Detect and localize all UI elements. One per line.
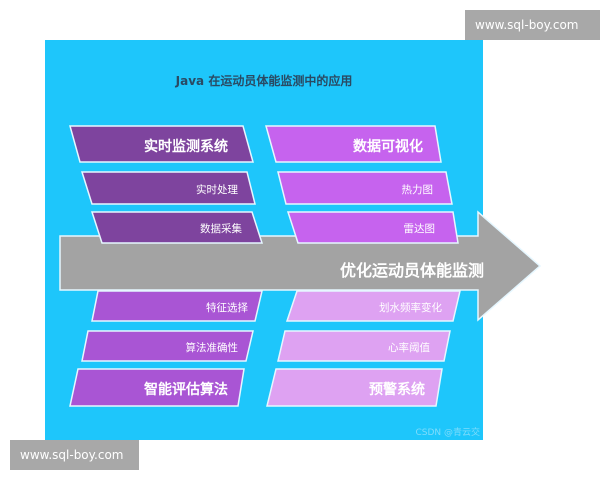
box-data-collection (90, 211, 264, 244)
label-heart-rate-threshold: 心率阈值 (388, 342, 430, 354)
arrow-label: 优化运动员体能监测 (340, 261, 485, 280)
label-data-visualization: 数据可视化 (353, 139, 423, 155)
label-warning-system: 预警系统 (369, 382, 425, 398)
label-data-collection: 数据采集 (200, 223, 242, 235)
box-radar-chart (286, 211, 459, 244)
box-algorithm-accuracy (81, 330, 254, 362)
box-heatmap (277, 171, 453, 205)
label-radar-chart: 雷达图 (403, 223, 436, 235)
box-realtime-processing (80, 171, 256, 205)
label-realtime-monitoring: 实时监测系统 (144, 139, 228, 155)
label-intelligent-assessment: 智能评估算法 (144, 382, 228, 398)
label-stroke-frequency: 划水频率变化 (379, 302, 442, 314)
box-stroke-frequency (285, 290, 461, 322)
box-realtime-monitoring (69, 125, 254, 163)
box-feature-selection (91, 290, 263, 322)
label-feature-selection: 特征选择 (206, 302, 248, 314)
watermark-bottom: www.sql-boy.com (10, 440, 139, 470)
label-heatmap: 热力图 (401, 184, 434, 196)
box-heart-rate-threshold (277, 330, 451, 362)
watermark-top: www.sql-boy.com (465, 10, 600, 40)
label-realtime-processing: 实时处理 (196, 184, 238, 196)
box-intelligent-assessment (69, 368, 245, 407)
diagram-title: Java 在运动员体能监测中的应用 (175, 74, 353, 88)
label-algorithm-accuracy: 算法准确性 (185, 342, 239, 354)
credit-text: CSDN @青云交 (415, 428, 480, 438)
box-data-visualization (265, 125, 442, 163)
box-warning-system (266, 368, 443, 407)
